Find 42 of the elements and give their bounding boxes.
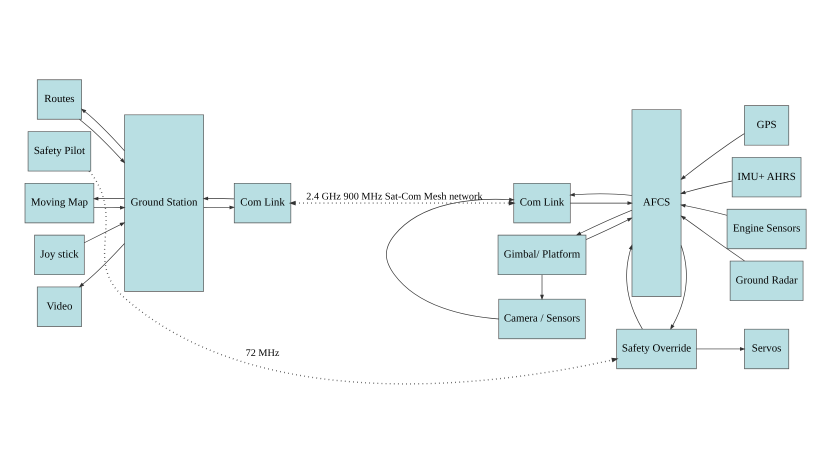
arrow <box>696 346 746 350</box>
node-box: Ground Radar <box>730 260 804 300</box>
arrow <box>540 274 544 300</box>
node-box: Com Link <box>234 182 292 223</box>
node-box: Com Link <box>513 182 571 223</box>
node-box: Servos <box>744 328 790 369</box>
arrow <box>586 217 633 240</box>
arrow <box>570 200 633 204</box>
arrow <box>670 244 687 330</box>
node-box: Video <box>36 286 82 326</box>
arrow <box>288 200 516 205</box>
arrow <box>680 203 728 216</box>
node-box: Safety Override <box>616 328 697 369</box>
node-box: AFCS <box>632 108 682 296</box>
arrow <box>680 180 732 194</box>
edge-label: 2.4 GHz 900 MHz Sat-Com Mesh network <box>306 191 483 202</box>
arrow <box>78 242 125 287</box>
node-box: Camera / Sensors <box>498 298 586 339</box>
arrow <box>569 192 632 196</box>
node-box: Moving Map <box>24 182 94 223</box>
node-box: GPS <box>744 104 790 145</box>
arrow <box>80 108 125 151</box>
arrow <box>88 170 619 384</box>
node-box: Joy stick <box>34 234 85 274</box>
arrow <box>203 205 235 209</box>
node-box: Safety Pilot <box>28 130 92 171</box>
node-box: Engine Sensors <box>726 208 806 249</box>
arrow <box>94 205 126 210</box>
arrow <box>386 197 515 319</box>
edge-label: 72 MHz <box>246 347 280 358</box>
arrow <box>79 118 126 163</box>
arrow <box>576 209 632 236</box>
arrow <box>680 132 745 180</box>
node-box: IMU+ AHRS <box>732 156 802 197</box>
node-box: Gimbal/ Platform <box>498 234 586 274</box>
arrow <box>680 214 745 261</box>
node-box: Routes <box>36 78 82 120</box>
arrow <box>92 196 125 200</box>
arrow <box>202 196 234 200</box>
node-box: Ground Station <box>124 114 204 292</box>
arrow <box>84 222 126 243</box>
arrow <box>626 244 643 329</box>
